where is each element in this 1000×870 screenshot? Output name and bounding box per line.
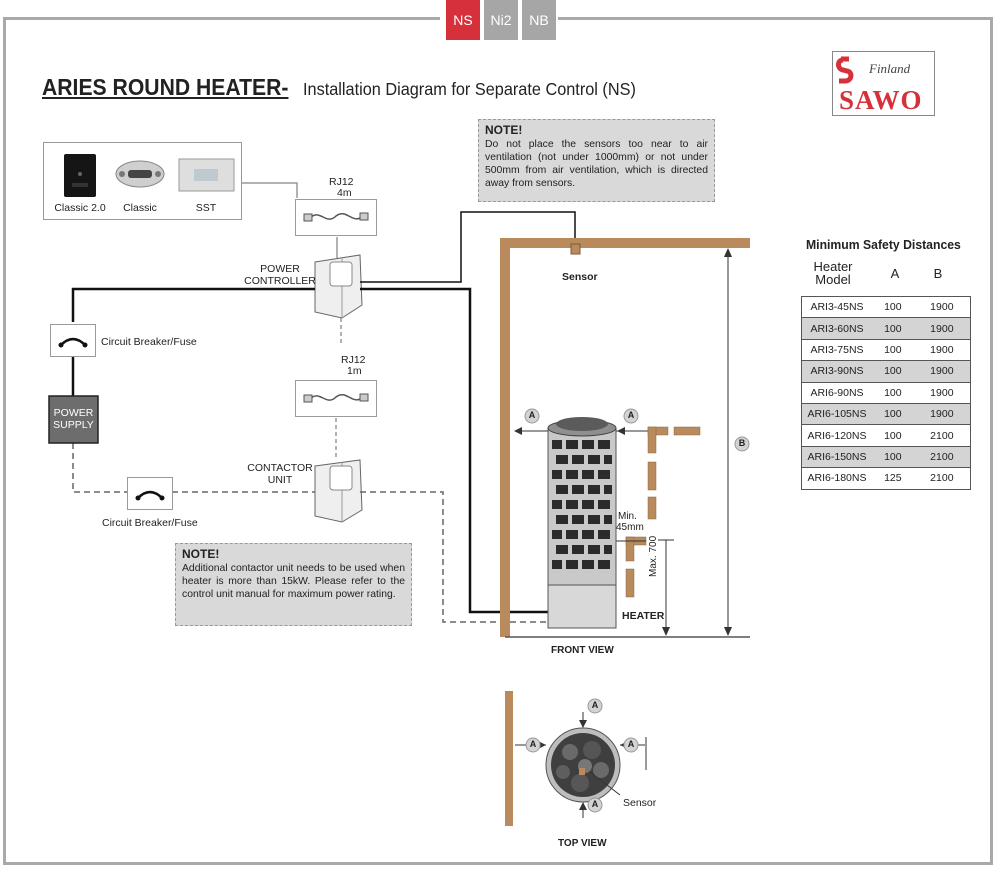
table-header-model-2: Model	[815, 272, 851, 287]
safety-distances-title: Minimum Safety Distances	[806, 237, 961, 252]
min-value-label: 45mm	[616, 522, 644, 533]
rj12-mid-length: 1m	[347, 365, 362, 377]
wall-panel-blocks	[625, 426, 701, 598]
heater-grille	[552, 440, 612, 569]
top-sensor-label: Sensor	[623, 797, 657, 809]
heater-label: HEATER	[622, 610, 665, 622]
power-controller-label-2: CONTROLLER	[244, 275, 316, 287]
control-panels-illustration	[64, 154, 235, 197]
power-supply-label-2: SUPPLY	[53, 419, 94, 431]
front-wall	[500, 238, 750, 637]
rj12-4m-cable-icon	[295, 199, 377, 236]
rj12-1m-cable-icon	[295, 380, 377, 417]
sawo-logo-mark	[836, 56, 854, 84]
dim-a-right-marker	[623, 408, 639, 424]
circuit-breaker-top-icon	[50, 324, 96, 357]
heater-top-icon	[545, 727, 621, 803]
contactor-unit-label-1: CONTACTOR	[247, 462, 313, 474]
page-title: ARIES ROUND HEATER-	[42, 74, 289, 100]
tab-ni2[interactable]: Ni2	[484, 0, 518, 40]
rj12-mid-label: RJ12	[341, 354, 366, 366]
top-dim-a-left-marker	[525, 737, 541, 753]
top-dim-a-bottom-label: A	[591, 799, 599, 809]
device-label-sst: SST	[195, 202, 217, 214]
contactor-unit-icon	[314, 459, 363, 523]
note-sensor-heading: NOTE!	[485, 123, 523, 137]
control-panel-options-box: Classic 2.0 Classic SST	[43, 142, 242, 220]
min-label: Min.	[618, 511, 637, 522]
circuit-breaker-bottom-icon	[127, 477, 173, 510]
top-dim-a-top-label: A	[591, 700, 599, 710]
tab-ns[interactable]: NS	[446, 0, 480, 40]
power-controller-label-1: POWER	[260, 263, 300, 275]
front-sensor-icon	[570, 243, 581, 255]
dim-a-left-label: A	[528, 410, 536, 420]
power-supply-label-1: POWER	[53, 407, 94, 419]
top-dim-a-bottom-marker	[587, 797, 603, 813]
circuit-breaker-top-label: Circuit Breaker/Fuse	[101, 336, 197, 348]
contactor-unit-label-2: UNIT	[267, 474, 293, 486]
table-header-b: B	[933, 266, 943, 281]
table-header-model-1: Heater	[813, 259, 853, 274]
note-sensor-placement: NOTE! Do not place the sensors too near …	[478, 119, 715, 202]
rj12-top-label: RJ12	[329, 176, 354, 188]
circuit-breaker-bottom-label: Circuit Breaker/Fuse	[102, 517, 198, 529]
top-dim-a-top-marker	[587, 698, 603, 714]
front-view-label: FRONT VIEW	[551, 645, 614, 656]
top-dim-a-right-marker	[623, 737, 639, 753]
power-controller-icon	[314, 254, 363, 319]
front-sensor-label: Sensor	[562, 271, 598, 283]
note-contactor-heading: NOTE!	[182, 547, 220, 561]
power-supply-box	[48, 395, 99, 444]
dim-a-right-label: A	[627, 410, 635, 420]
sawo-logo: Finland SAWO	[832, 51, 935, 116]
dim-a-left-marker	[524, 408, 540, 424]
logo-script-text: Finland	[869, 61, 911, 76]
tab-nb[interactable]: NB	[522, 0, 556, 40]
table-header-a: A	[890, 266, 900, 281]
top-dim-a-right-label: A	[627, 739, 635, 749]
top-dim-a-left-label: A	[529, 739, 537, 749]
note-contactor: NOTE! Additional contactor unit needs to…	[175, 543, 412, 626]
page-subtitle: Installation Diagram for Separate Contro…	[303, 79, 636, 99]
max-700-label: Max. 700	[648, 535, 659, 577]
device-label-classic-2: Classic 2.0	[54, 202, 106, 214]
logo-brand-text: SAWO	[839, 85, 923, 115]
note-contactor-body: Additional contactor unit needs to be us…	[182, 563, 405, 600]
rj12-top-length: 4m	[337, 187, 352, 199]
note-sensor-body: Do not place the sensors too near to air…	[485, 139, 708, 189]
dim-b-marker	[734, 436, 750, 452]
dim-b-label: B	[738, 438, 746, 448]
device-label-classic: Classic	[123, 202, 157, 214]
top-view-label: TOP VIEW	[558, 838, 607, 849]
